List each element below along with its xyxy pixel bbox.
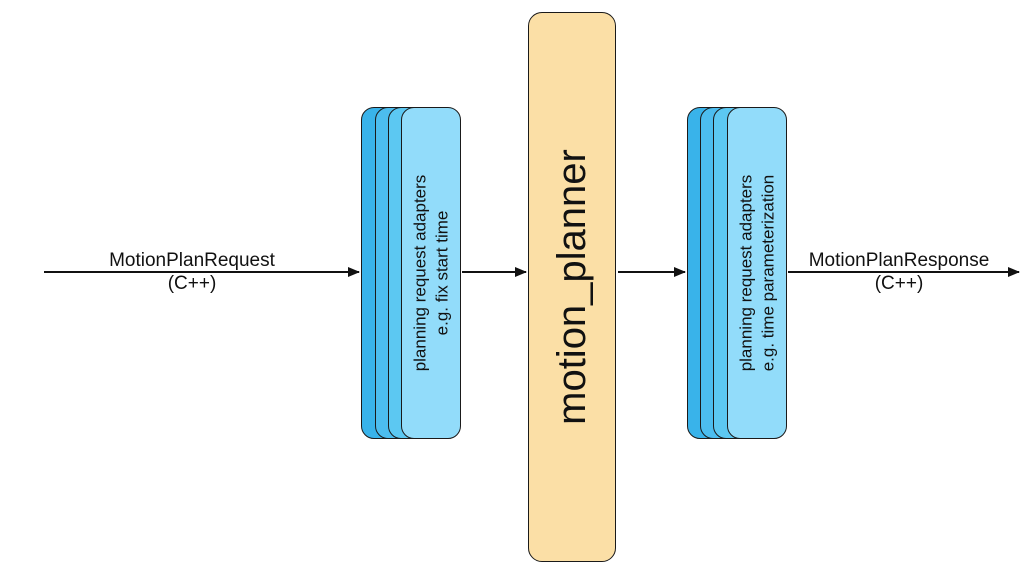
post-adapter-title: planning request adapters <box>736 174 755 372</box>
post-adapter-card-front <box>727 107 787 439</box>
pre-adapter-text-area: planning request adapters e.g. fix start… <box>401 107 461 439</box>
input-label-type: (C++) <box>167 273 217 294</box>
pre-adapter-card-front <box>401 107 461 439</box>
input-label: MotionPlanRequest (C++) <box>92 249 292 295</box>
motion-planner-text-area: motion_planner <box>528 12 616 562</box>
motion-planner-box <box>528 12 616 562</box>
motion-planner-label: motion_planner <box>550 149 594 425</box>
post-adapter-example: e.g. time parameterization <box>758 174 777 372</box>
post-adapter-text-area: planning request adapters e.g. time para… <box>727 107 787 439</box>
pre-adapter-title: planning request adapters <box>410 174 429 372</box>
output-label-name: MotionPlanResponse <box>808 250 990 271</box>
pre-adapter-example: e.g. fix start time <box>432 210 451 336</box>
output-label: MotionPlanResponse (C++) <box>792 249 1006 295</box>
output-label-type: (C++) <box>874 273 924 294</box>
post-adapter-text: planning request adapters e.g. time para… <box>735 175 779 372</box>
pre-adapter-text: planning request adapters e.g. fix start… <box>409 175 453 372</box>
input-label-name: MotionPlanRequest <box>109 250 275 271</box>
